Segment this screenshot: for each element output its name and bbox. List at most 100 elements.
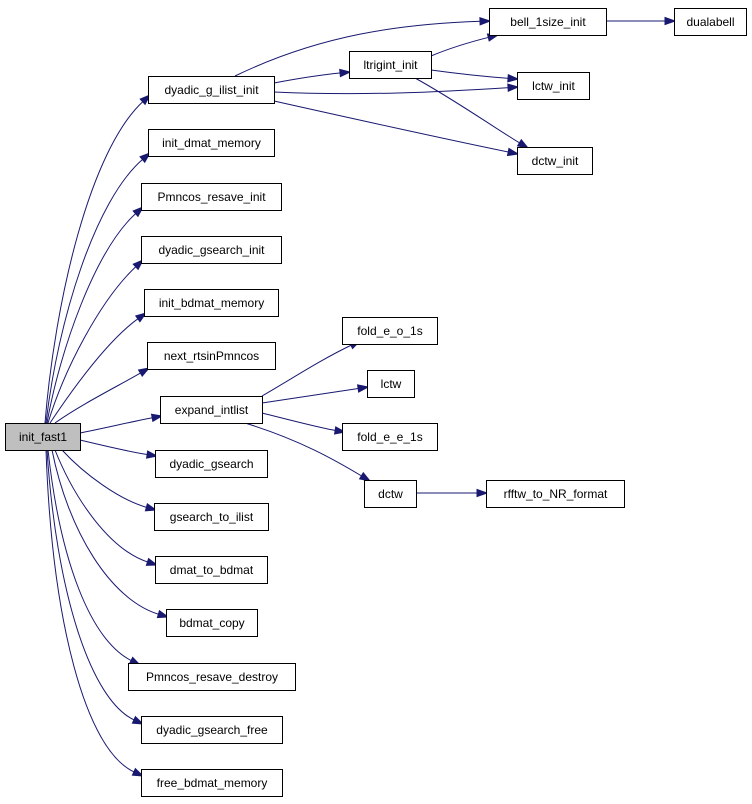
edge-init_fast1-to-dyadic_gsearch_init bbox=[47, 258, 145, 424]
edge-line bbox=[45, 158, 144, 424]
edge-line bbox=[54, 372, 142, 424]
edge-dyadic_g_ilist_init-to-bell_1size_init bbox=[234, 17, 492, 77]
node-dyadic-gsearch-init[interactable]: dyadic_gsearch_init bbox=[141, 236, 282, 264]
node-box bbox=[349, 51, 432, 79]
node-init-bdmat-memory[interactable]: init_bdmat_memory bbox=[144, 289, 279, 317]
arrow-head-icon bbox=[132, 258, 145, 271]
arrow-head-icon bbox=[156, 609, 170, 619]
node-label: dyadic_g_ilist_init bbox=[164, 83, 259, 97]
node-box bbox=[486, 480, 625, 508]
edge-line bbox=[51, 449, 160, 615]
node-label: ltrigint_init bbox=[363, 58, 418, 72]
edge-line bbox=[46, 212, 137, 424]
arrow-head-icon bbox=[358, 471, 372, 482]
edge-line bbox=[54, 449, 149, 563]
node-box bbox=[364, 480, 417, 508]
node-box bbox=[155, 556, 268, 584]
edge-init_fast1-to-dmat_to_bdmat bbox=[54, 449, 159, 566]
edge-dyadic_g_ilist_init-to-lctw_init bbox=[273, 83, 520, 95]
edge-init_fast1-to-next_rtsinPmncos bbox=[54, 367, 151, 424]
node-label: Pmncos_resave_init bbox=[157, 190, 266, 204]
node-rfftw-to-nr-format[interactable]: rfftw_to_NR_format bbox=[486, 480, 625, 508]
edge-line bbox=[261, 387, 360, 404]
node-label: lctw bbox=[381, 377, 402, 391]
arrow-head-icon bbox=[144, 503, 158, 512]
node-init-fast1[interactable]: init_fast1 bbox=[5, 423, 81, 451]
edge-line bbox=[79, 439, 149, 456]
node-dualabell[interactable]: dualabell bbox=[674, 8, 747, 36]
edge-init_fast1-to-init_bdmat_memory bbox=[49, 312, 148, 424]
node-free-bdmat-memory[interactable]: free_bdmat_memory bbox=[141, 769, 283, 797]
edge-line bbox=[261, 412, 337, 432]
edge-expand_intlist-to-fold_e_o_1s bbox=[261, 340, 362, 397]
arrow-head-icon bbox=[139, 94, 152, 106]
arrow-head-icon bbox=[479, 17, 492, 26]
node-box bbox=[147, 342, 276, 370]
node-label: init_bdmat_memory bbox=[159, 296, 264, 310]
edge-ltrigint_init-to-bell_1size_init bbox=[430, 33, 500, 57]
edge-dyadic_g_ilist_init-to-dctw_init bbox=[273, 100, 520, 157]
node-pmncos-resave-destroy[interactable]: Pmncos_resave_destroy bbox=[128, 663, 296, 691]
edge-init_fast1-to-free_bdmat_memory bbox=[45, 449, 145, 777]
arrow-head-icon bbox=[132, 206, 145, 218]
arrow-head-icon bbox=[507, 73, 520, 83]
edge-bell_1size_init-to-dualabell bbox=[606, 16, 677, 26]
node-dyadic-gsearch-free[interactable]: dyadic_gsearch_free bbox=[141, 716, 283, 744]
node-dctw-init[interactable]: dctw_init bbox=[517, 147, 593, 175]
node-lctw[interactable]: lctw bbox=[367, 370, 415, 398]
edge-init_fast1-to-Pmncos_resave_init bbox=[46, 206, 145, 424]
node-box bbox=[160, 396, 263, 424]
node-bdmat-copy[interactable]: bdmat_copy bbox=[166, 609, 258, 637]
edge-expand_intlist-to-fold_e_e_1s bbox=[261, 412, 347, 435]
node-expand-intlist[interactable]: expand_intlist bbox=[160, 396, 263, 424]
node-label: free_bdmat_memory bbox=[157, 776, 268, 790]
edge-line bbox=[414, 77, 521, 144]
node-box bbox=[5, 423, 81, 451]
node-box bbox=[489, 8, 607, 36]
node-box bbox=[141, 183, 282, 211]
node-dyadic-g-ilist-init[interactable]: dyadic_g_ilist_init bbox=[148, 76, 275, 104]
node-bell-1size-init[interactable]: bell_1size_init bbox=[489, 8, 607, 36]
node-label: lctw_init bbox=[532, 79, 575, 93]
edge-ltrigint_init-to-dctw_init bbox=[414, 77, 530, 149]
node-fold-e-o-1s[interactable]: fold_e_o_1s bbox=[342, 317, 438, 345]
node-dmat-to-bdmat[interactable]: dmat_to_bdmat bbox=[155, 556, 268, 584]
node-label: init_fast1 bbox=[19, 430, 67, 444]
node-label: dyadic_gsearch bbox=[169, 457, 253, 471]
node-label: next_rtsinPmncos bbox=[164, 349, 259, 363]
node-dyadic-gsearch[interactable]: dyadic_gsearch bbox=[155, 450, 268, 478]
node-next-rtsinpmncos[interactable]: next_rtsinPmncos bbox=[147, 342, 276, 370]
edge-line bbox=[49, 317, 139, 424]
arrow-head-icon bbox=[131, 715, 145, 725]
arrow-head-icon bbox=[134, 312, 148, 323]
edge-dctw-to-rfftw_to_NR_format bbox=[415, 488, 489, 498]
node-box bbox=[517, 147, 593, 175]
node-label: fold_e_o_1s bbox=[357, 324, 422, 338]
node-label: gsearch_to_ilist bbox=[170, 510, 254, 524]
edge-init_fast1-to-dyadic_g_ilist_init bbox=[44, 94, 152, 424]
node-dctw[interactable]: dctw bbox=[364, 480, 417, 508]
edge-line bbox=[79, 417, 154, 434]
node-label: bdmat_copy bbox=[179, 616, 244, 630]
arrow-head-icon bbox=[356, 384, 370, 393]
node-ltrigint-init[interactable]: ltrigint_init bbox=[349, 51, 432, 79]
node-fold-e-e-1s[interactable]: fold_e_e_1s bbox=[342, 423, 438, 451]
node-lctw-init[interactable]: lctw_init bbox=[517, 72, 590, 100]
edge-line bbox=[44, 100, 144, 424]
edge-init_fast1-to-gsearch_to_ilist bbox=[61, 449, 158, 512]
edge-line bbox=[430, 36, 490, 57]
edge-expand_intlist-to-lctw bbox=[261, 384, 370, 404]
node-gsearch-to-ilist[interactable]: gsearch_to_ilist bbox=[154, 503, 269, 531]
node-label: dmat_to_bdmat bbox=[170, 563, 254, 577]
arrow-head-icon bbox=[145, 450, 159, 459]
arrow-head-icon bbox=[664, 16, 677, 26]
arrow-head-icon bbox=[137, 367, 151, 378]
edge-line bbox=[273, 72, 342, 84]
arrow-head-icon bbox=[145, 557, 159, 566]
edge-line bbox=[430, 69, 510, 79]
node-pmncos-resave-init[interactable]: Pmncos_resave_init bbox=[141, 183, 282, 211]
node-init-dmat-memory[interactable]: init_dmat_memory bbox=[148, 129, 275, 157]
node-box bbox=[141, 236, 282, 264]
edge-line bbox=[46, 449, 136, 721]
